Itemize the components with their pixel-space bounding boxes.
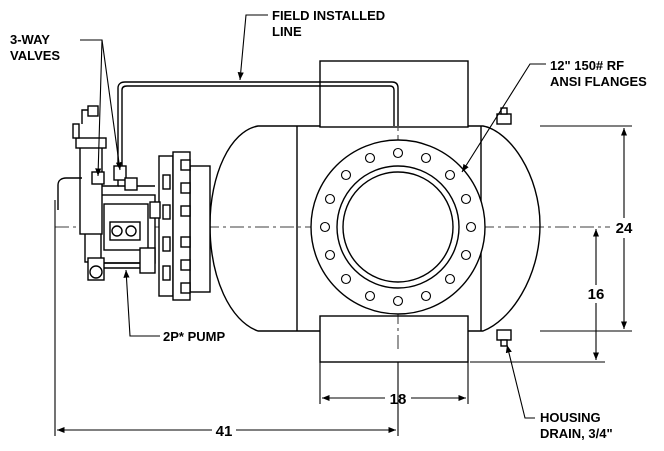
flange-bolt-holes: [319, 147, 477, 307]
leader-lines: [80, 14, 546, 419]
housing-drain-label-line2: DRAIN, 3/4": [540, 426, 613, 441]
bottom-nozzle-block: [319, 315, 469, 363]
housing-drain-label-line1: HOUSING: [540, 410, 601, 425]
dimension-24: 24: [616, 220, 633, 237]
three-way-valves-label-line2: VALVES: [10, 48, 60, 63]
pump-label: 2P* PUMP: [163, 329, 225, 344]
drain-fitting: [496, 329, 512, 347]
field-installed-line-label-line1: FIELD INSTALLED: [272, 8, 385, 23]
ansi-flanges-label-line2: ANSI FLANGES: [550, 74, 647, 89]
pump-assembly: [84, 194, 161, 281]
field-installed-line-label-line2: LINE: [272, 24, 302, 39]
dimension-18: 18: [390, 391, 407, 408]
dimension-16: 16: [588, 286, 605, 303]
ansi-flange: [310, 139, 486, 315]
dimension-41: 41: [216, 423, 233, 440]
ansi-flanges-label-line1: 12" 150# RF: [550, 58, 624, 73]
dimension-lines: [54, 125, 632, 436]
strainer-pot: [72, 105, 107, 235]
inlet-flange-stack: [158, 151, 211, 301]
vent-fitting: [496, 107, 512, 125]
three-way-valves-label-line1: 3-WAY: [10, 32, 50, 47]
